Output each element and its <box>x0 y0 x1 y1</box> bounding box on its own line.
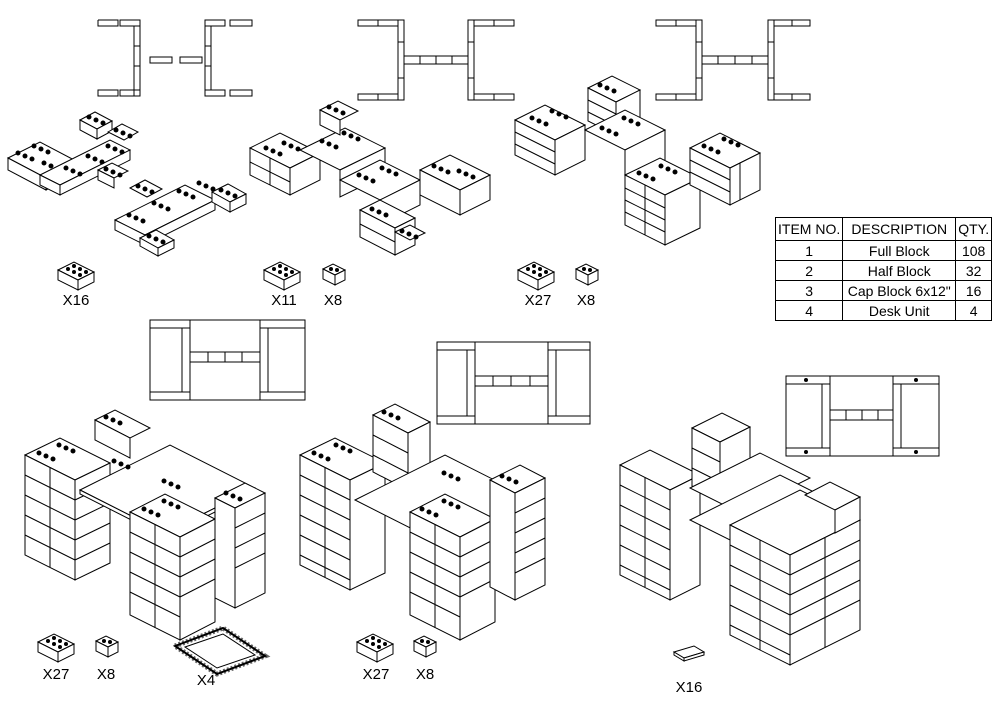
bom-description: Full Block <box>842 240 957 261</box>
part-quantity-label: X16 <box>63 292 90 309</box>
part-quantity-label: X27 <box>43 666 70 683</box>
bom-row: 3 Cap Block 6x12" 16 <box>774 280 993 301</box>
bom-qty: 32 <box>955 260 993 281</box>
bom-header-item: ITEM NO. <box>774 217 844 241</box>
cap-block-icon <box>673 645 705 662</box>
bom-item: 2 <box>774 260 844 281</box>
bom-description: Half Block <box>842 260 957 281</box>
plan-step-6 <box>785 375 940 457</box>
plan-step-5 <box>436 341 591 425</box>
part-quantity-label: X11 <box>271 292 297 309</box>
full-block-icon <box>37 633 75 663</box>
part-quantity-label: X8 <box>416 666 434 683</box>
assembly-step-4 <box>23 409 267 641</box>
part-quantity-label: X27 <box>525 292 552 309</box>
bom-qty: 16 <box>955 280 993 301</box>
assembly-step-3 <box>513 75 762 246</box>
bom-item: 1 <box>774 240 844 261</box>
half-block-icon <box>95 635 119 658</box>
half-block-icon <box>575 263 599 286</box>
bom-qty: 108 <box>955 240 993 261</box>
bom-item: 3 <box>774 280 844 301</box>
bom-row: 4 Desk Unit 4 <box>774 300 993 321</box>
assembly-step-2 <box>248 100 492 256</box>
plan-step-1 <box>97 19 253 97</box>
bom-item: 4 <box>774 300 844 321</box>
assembly-step-6 <box>618 412 862 666</box>
assembly-step-1 <box>6 111 248 257</box>
bom-row: 2 Half Block 32 <box>774 260 993 281</box>
part-quantity-label: X8 <box>324 292 342 309</box>
plan-step-3 <box>655 19 811 101</box>
bom-header-row: ITEM NO. DESCRIPTION QTY. <box>774 217 993 241</box>
part-quantity-label: X4 <box>197 672 215 689</box>
assembly-step-5 <box>298 403 547 641</box>
part-quantity-label: X8 <box>97 666 115 683</box>
part-quantity-label: X8 <box>577 292 595 309</box>
part-quantity-label: X16 <box>676 679 703 696</box>
bom-description: Cap Block 6x12" <box>842 280 957 301</box>
bom-header-qty: QTY. <box>955 217 993 241</box>
full-block-icon <box>356 633 394 663</box>
plan-step-2 <box>357 19 515 101</box>
plan-step-4 <box>149 319 306 401</box>
part-quantity-label: X27 <box>363 666 390 683</box>
half-block-icon <box>322 263 346 286</box>
half-block-icon <box>413 635 437 658</box>
bill-of-materials-table: ITEM NO. DESCRIPTION QTY. 1 Full Block 1… <box>774 217 993 321</box>
bom-header-description: DESCRIPTION <box>842 217 957 241</box>
bom-qty: 4 <box>955 300 993 321</box>
full-block-icon <box>57 261 95 291</box>
bom-row: 1 Full Block 108 <box>774 240 993 261</box>
full-block-icon <box>517 261 555 291</box>
full-block-icon <box>263 261 301 291</box>
bom-description: Desk Unit <box>842 300 957 321</box>
